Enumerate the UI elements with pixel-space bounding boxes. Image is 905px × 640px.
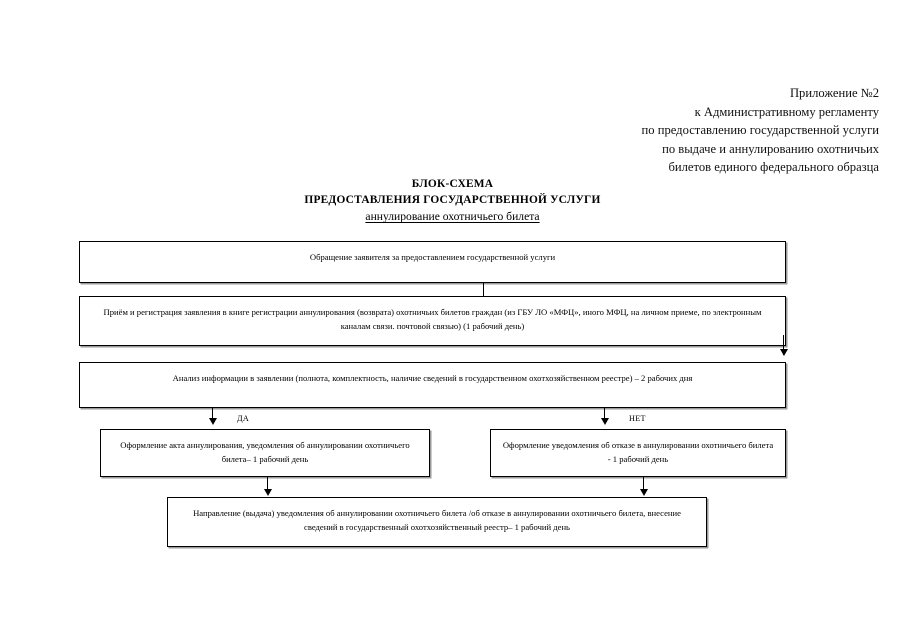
flow-box-register-text: Приём и регистрация заявления в книге ре… bbox=[103, 307, 762, 331]
header-line-1: Приложение №2 bbox=[789, 86, 879, 100]
arrowhead-yes-to-final bbox=[263, 489, 272, 496]
flow-box-no-branch: Оформление уведомления об отказе в аннул… bbox=[490, 429, 786, 477]
title-line-service: ПРЕДОСТАВЛЕНИЯ ГОСУДАРСТВЕННОЙ УСЛУГИ bbox=[304, 194, 601, 207]
connector-analysis-to-yes bbox=[212, 408, 213, 423]
flow-box-yes-branch-text: Оформление акта аннулирования, уведомлен… bbox=[120, 440, 410, 464]
flow-box-final-text: Направление (выдача) уведомления об анну… bbox=[193, 508, 681, 532]
branch-label-no: НЕТ bbox=[629, 414, 646, 423]
header-line-4: по выдаче и аннулированию охотничьих bbox=[662, 141, 879, 156]
header-line-3: по предоставлению государственной услуги bbox=[641, 123, 879, 137]
connector-request-to-register bbox=[483, 283, 484, 296]
title-line-blok-shema: БЛОК-СХЕМА bbox=[411, 178, 494, 190]
branch-label-yes: ДА bbox=[237, 414, 250, 423]
flow-box-analysis-text: Анализ информации в заявлении (полнота, … bbox=[172, 373, 693, 383]
connector-yes-to-final bbox=[267, 477, 268, 491]
flow-box-request: Обращение заявителя за предоставлением г… bbox=[79, 241, 786, 283]
flow-box-request-text: Обращение заявителя за предоставлением г… bbox=[309, 252, 556, 262]
header-line-5: билетов единого федерального образца bbox=[668, 160, 880, 174]
flow-box-yes-branch: Оформление акта аннулирования, уведомлен… bbox=[100, 429, 430, 477]
flow-box-register: Приём и регистрация заявления в книге ре… bbox=[79, 296, 786, 346]
arrowhead-analysis-to-yes bbox=[208, 418, 217, 425]
flow-box-final: Направление (выдача) уведомления об анну… bbox=[167, 497, 707, 547]
arrowhead-register-to-analysis bbox=[779, 349, 788, 356]
arrowhead-no-to-final bbox=[639, 489, 648, 496]
document-header: Приложение №2 к Административному реглам… bbox=[459, 84, 879, 177]
header-line-2: к Административному регламенту bbox=[694, 104, 879, 119]
connector-no-to-final bbox=[643, 477, 644, 491]
title-line-subject: аннулирование охотничьего билета bbox=[365, 210, 540, 224]
connector-analysis-to-no bbox=[604, 408, 605, 423]
connector-register-to-analysis bbox=[783, 335, 784, 355]
arrowhead-analysis-to-no bbox=[600, 418, 609, 425]
flow-box-analysis: Анализ информации в заявлении (полнота, … bbox=[79, 362, 786, 408]
page-title: БЛОК-СХЕМА ПРЕДОСТАВЛЕНИЯ ГОСУДАРСТВЕННО… bbox=[0, 176, 905, 226]
flow-box-no-branch-text: Оформление уведомления об отказе в аннул… bbox=[502, 440, 774, 464]
